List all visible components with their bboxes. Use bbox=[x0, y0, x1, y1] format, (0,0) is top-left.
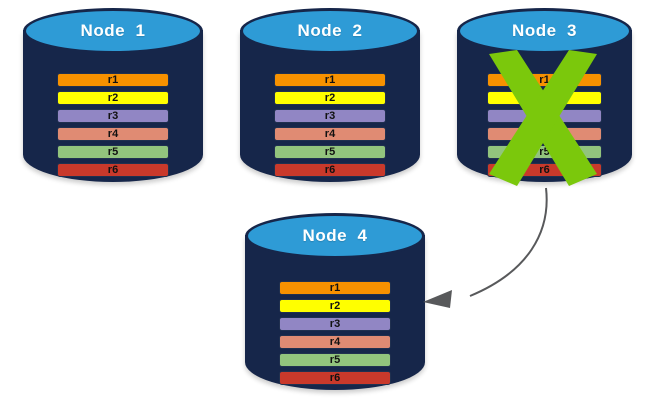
node-4-label: Node 4 bbox=[302, 226, 368, 245]
node-2-row-r1[interactable]: r1 bbox=[274, 73, 386, 87]
node-3-row-r3[interactable]: r3 bbox=[487, 109, 602, 123]
node-1-row-r6[interactable]: r6 bbox=[57, 163, 169, 177]
node-1-row-r3[interactable]: r3 bbox=[57, 109, 169, 123]
node-4-row-r5[interactable]: r5 bbox=[279, 353, 391, 367]
node-2-row-r4[interactable]: r4 bbox=[274, 127, 386, 141]
node-3-row-list: r1 r2 r3 r4 r5 r6 bbox=[457, 73, 632, 177]
node-2-row-list: r1 r2 r3 r4 r5 r6 bbox=[240, 73, 420, 177]
node-1-row-r2[interactable]: r2 bbox=[57, 91, 169, 105]
node-3-row-r5[interactable]: r5 bbox=[487, 145, 602, 159]
node-3-row-r1[interactable]: r1 bbox=[487, 73, 602, 87]
node-2-row-r6[interactable]: r6 bbox=[274, 163, 386, 177]
node-4-row-r6[interactable]: r6 bbox=[279, 371, 391, 385]
node-1[interactable]: r1 r2 r3 r4 r5 r6 Node 1 bbox=[23, 8, 203, 188]
node-4-row-r4[interactable]: r4 bbox=[279, 335, 391, 349]
node-1-row-r4[interactable]: r4 bbox=[57, 127, 169, 141]
node-4-row-r1[interactable]: r1 bbox=[279, 281, 391, 295]
node-2-label: Node 2 bbox=[297, 21, 363, 40]
node-2-row-r5[interactable]: r5 bbox=[274, 145, 386, 159]
node-3-label: Node 3 bbox=[512, 21, 577, 40]
node-1-row-r1[interactable]: r1 bbox=[57, 73, 169, 87]
node-2-cylinder-body bbox=[240, 30, 420, 182]
node-2-row-r3[interactable]: r3 bbox=[274, 109, 386, 123]
node-1-row-r5[interactable]: r5 bbox=[57, 145, 169, 159]
node-4-row-list: r1 r2 r3 r4 r5 r6 bbox=[245, 281, 425, 385]
node-2-row-r2[interactable]: r2 bbox=[274, 91, 386, 105]
node-3-row-r6[interactable]: r6 bbox=[487, 163, 602, 177]
node-4[interactable]: r1 r2 r3 r4 r5 r6 Node 4 bbox=[245, 213, 425, 393]
node-4-row-r3[interactable]: r3 bbox=[279, 317, 391, 331]
node-1-label: Node 1 bbox=[80, 21, 146, 40]
node-4-cylinder-top bbox=[245, 213, 425, 259]
node-2[interactable]: r1 r2 r3 r4 r5 r6 Node 2 bbox=[240, 8, 420, 188]
node-3-row-r4[interactable]: r4 bbox=[487, 127, 602, 141]
node-4-row-r2[interactable]: r2 bbox=[279, 299, 391, 313]
node-2-cylinder-top bbox=[240, 8, 420, 54]
node-3-row-r2[interactable]: r2 bbox=[487, 91, 602, 105]
node-1-cylinder-top bbox=[23, 8, 203, 54]
node-3[interactable]: r1 r2 r3 r4 r5 r6 Node 3 bbox=[457, 8, 632, 188]
node-1-row-list: r1 r2 r3 r4 r5 r6 bbox=[23, 73, 203, 177]
